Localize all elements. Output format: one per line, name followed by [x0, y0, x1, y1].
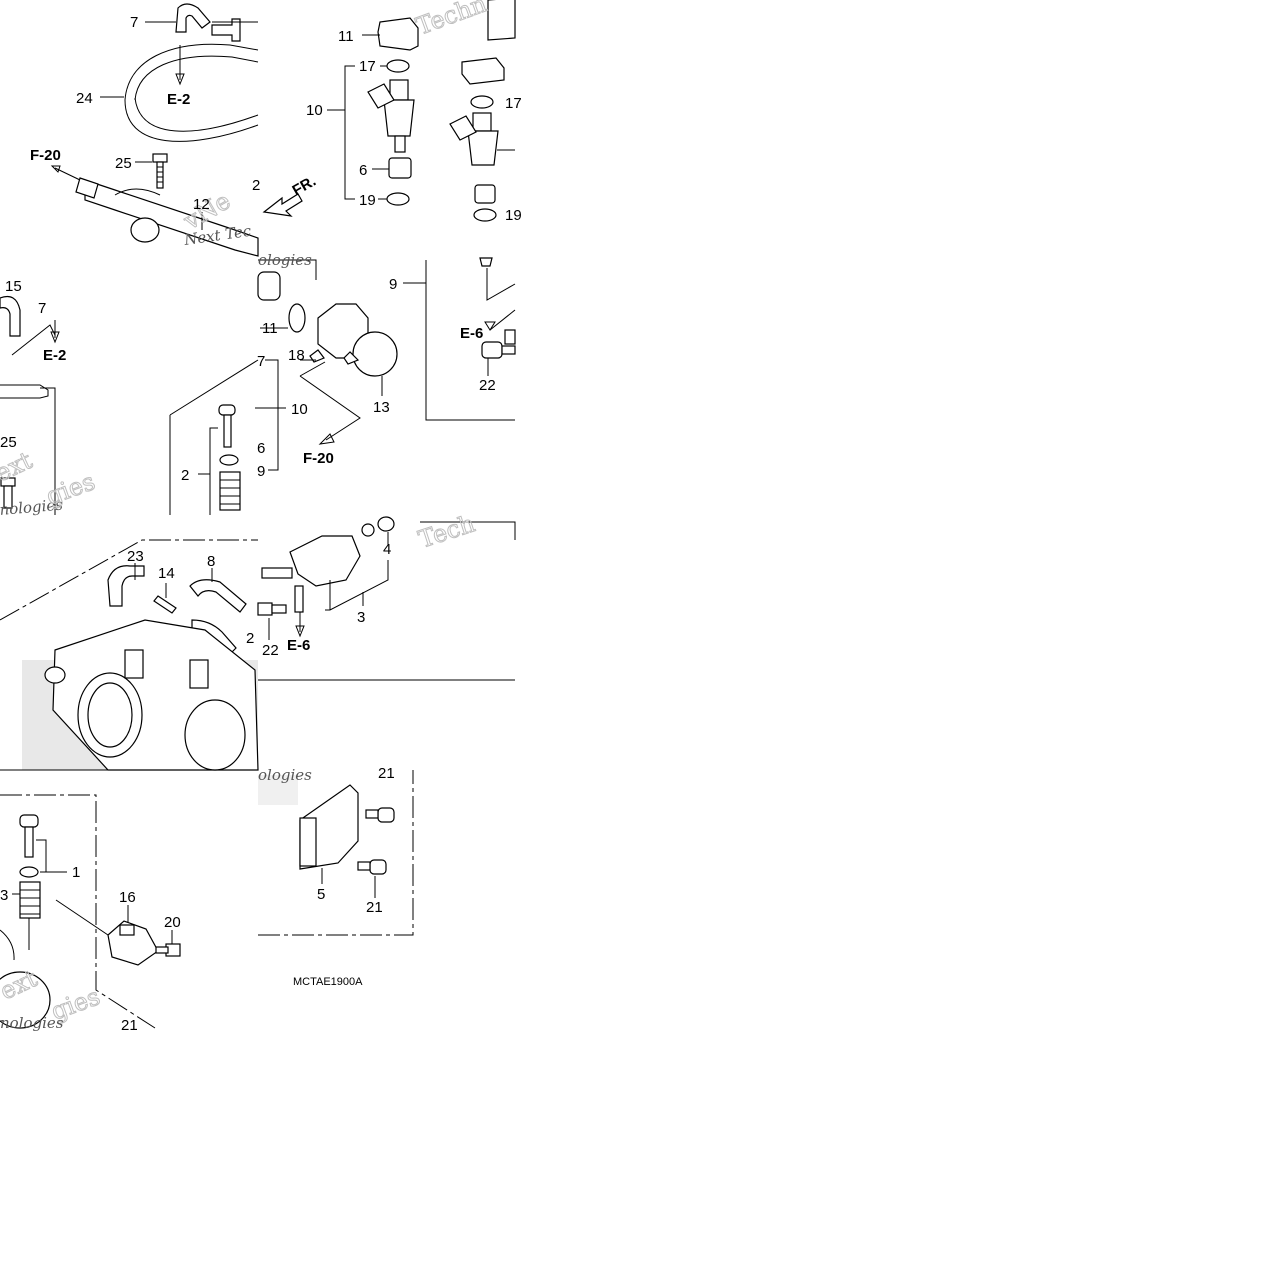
ref-e2: E-2 [167, 91, 190, 108]
seal-6 [388, 157, 412, 179]
fuel-rail-12 [75, 177, 259, 257]
tile-lower-center [257, 516, 516, 681]
t-joint [211, 18, 241, 42]
screw-assembly-2 [218, 404, 241, 511]
ref-f20: F-20 [30, 147, 61, 164]
callout-21: 21 [366, 899, 383, 916]
callout-19: 19 [359, 192, 376, 209]
callout-2: 2 [246, 630, 254, 647]
callout-18: 18 [288, 347, 305, 364]
throttle-body [44, 619, 259, 771]
callout-16: 16 [119, 889, 136, 906]
tile-bottom-center [258, 770, 414, 936]
callout-10: 10 [291, 401, 308, 418]
callout-3: 3 [357, 609, 365, 626]
callout-2: 2 [252, 177, 260, 194]
callout-15: 15 [5, 278, 22, 295]
breather-hose [124, 43, 259, 101]
callout-25: 25 [115, 155, 132, 172]
callout-6: 6 [359, 162, 367, 179]
watermark-text: gies [42, 467, 98, 510]
valve-body-3 [261, 535, 361, 613]
callout-12: 12 [193, 196, 210, 213]
callout-11: 11 [338, 28, 354, 45]
ref-f20: F-20 [303, 450, 334, 467]
callout-25: 25 [0, 434, 17, 451]
callout-9: 9 [389, 276, 397, 293]
o-ring-19 [386, 192, 410, 206]
callout-17: 17 [359, 58, 376, 75]
callout-22: 22 [262, 642, 279, 659]
tile-mid-right [403, 257, 516, 421]
hose-body [124, 97, 259, 142]
watermark-text: Tech [415, 509, 478, 553]
callout-21: 21 [378, 765, 395, 782]
callout-5: 5 [317, 886, 325, 903]
tile-top-right [262, 0, 516, 222]
watermark-text: nologies [0, 1014, 64, 1032]
callout-3: 3 [0, 887, 8, 904]
tile-throttle-body [0, 539, 259, 771]
callout-14: 14 [158, 565, 175, 582]
callout-23: 23 [127, 548, 144, 565]
callout-4: 4 [383, 541, 391, 558]
diagram-code: MCTAE1900A [293, 976, 363, 988]
callout-1: 1 [72, 864, 80, 881]
sensor-16 [107, 920, 159, 966]
callout-13: 13 [373, 399, 390, 416]
watermark-text: ext [0, 446, 37, 487]
ref-e2: E-2 [43, 347, 66, 364]
watermark-text: ologies [258, 251, 312, 269]
callout-24: 24 [76, 90, 93, 107]
tile-bottom-left [0, 794, 181, 1029]
watermark-text: ologies [258, 766, 312, 784]
injector-10 [367, 79, 415, 153]
front-arrow-label: FR. [290, 173, 319, 200]
callout-2: 2 [181, 467, 189, 484]
callout-7: 7 [38, 300, 46, 317]
injector-clip-11 [377, 17, 419, 51]
callout-9: 9 [257, 463, 265, 480]
ref-e6: E-6 [287, 637, 310, 654]
o-ring-18 [288, 303, 306, 333]
joint-14 [153, 595, 177, 614]
front-arrow [262, 193, 303, 217]
tile-top-left [50, 3, 259, 257]
callout-7: 7 [257, 353, 265, 370]
ref-e6: E-6 [460, 325, 483, 342]
bolt-25 [152, 153, 168, 189]
callout-20: 20 [164, 914, 181, 931]
tile-mid-left [0, 295, 60, 515]
callout-19: 19 [505, 207, 522, 224]
o-ring-17 [386, 59, 410, 73]
callout-22: 22 [479, 377, 496, 394]
pressure-regulator-13 [309, 303, 398, 377]
callout-10: 10 [306, 102, 323, 119]
tile-mid-center [169, 259, 398, 515]
callout-8: 8 [207, 553, 215, 570]
elbow-hose-7 [175, 3, 211, 33]
watermark-text: Techn [412, 0, 490, 41]
reference-labels: E-2 F-20 E-2 F-20 E-6 E-6 FR. [30, 91, 483, 654]
hose-23 [107, 565, 145, 607]
callout-21: 21 [121, 1017, 138, 1034]
watermark-text: nologies [0, 495, 64, 518]
callout-6: 6 [257, 440, 265, 457]
callout-17: 17 [505, 95, 522, 112]
callout-11: 11 [262, 320, 278, 337]
callout-7: 7 [130, 14, 138, 31]
hose-8 [189, 579, 247, 613]
callout-labels: 7 24 25 12 2 11 17 10 6 19 17 19 15 7 25… [0, 14, 522, 1034]
